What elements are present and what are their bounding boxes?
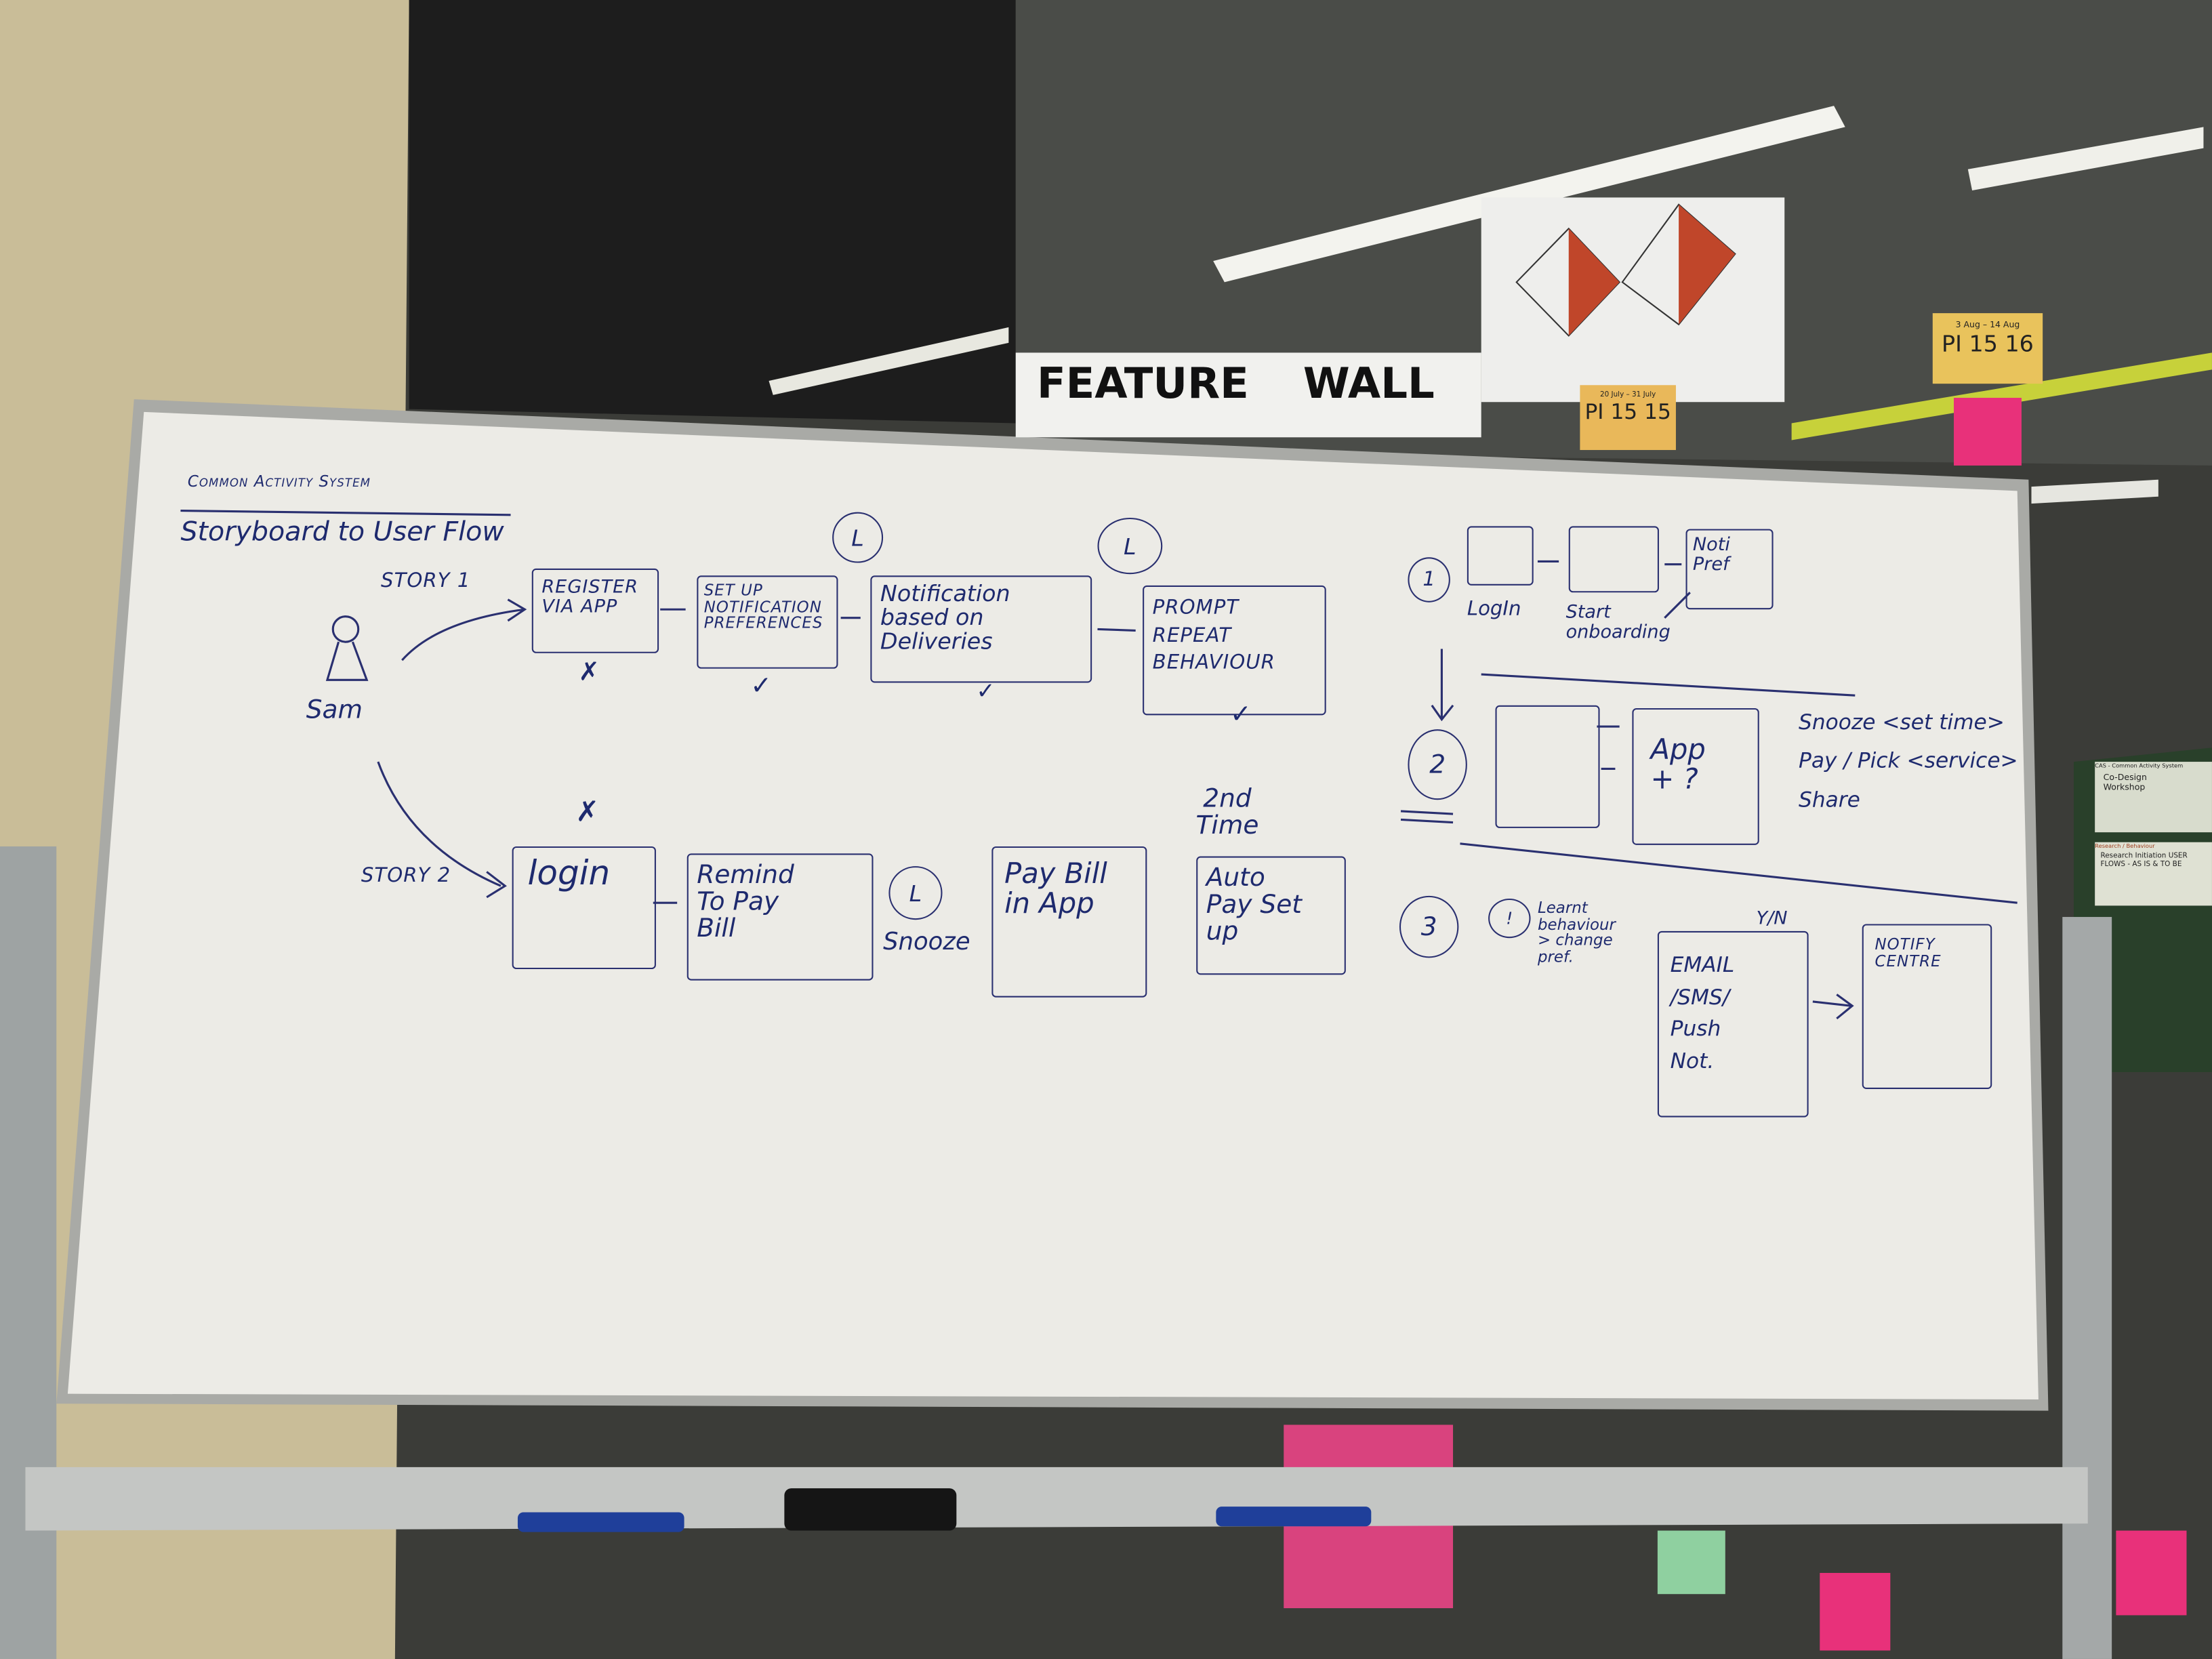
sticky-label: PI 15 15: [1584, 399, 1671, 425]
eraser: [784, 1488, 957, 1531]
step-text: Notification based on Deliveries: [880, 579, 1010, 655]
clock-icon: L: [888, 866, 943, 920]
step-text: Remind To Pay Bill: [697, 860, 794, 944]
board-subtitle: Storyboard to User Flow: [180, 516, 504, 548]
second-time-label: 2nd Time: [1195, 784, 1259, 841]
sticky-note-pi1516: 3 Aug – 14 Aug PI 15 16: [1932, 313, 2043, 384]
flow1-onboarding-label: Start onboarding: [1565, 602, 1671, 643]
board-stand-right: [2062, 917, 2112, 1659]
snooze-label: Snooze: [883, 928, 970, 957]
step-text: Pay Bill in App: [1004, 856, 1107, 920]
ceiling-light: [769, 327, 1009, 395]
whiteboard-surface: [67, 411, 2039, 1399]
step-mark: ✗: [575, 794, 600, 828]
story1-label: Story 1: [381, 569, 471, 593]
card-header: CAS - Common Activity System: [2095, 762, 2184, 769]
yellow-tape: [1791, 352, 2212, 441]
step-mark: ✓: [750, 671, 772, 701]
alert-icon: !: [1488, 898, 1531, 939]
card-research: Research / Behaviour Research Initiation…: [2095, 842, 2212, 906]
feature-wall-sign: [1015, 352, 1481, 438]
flow3-number: 3: [1399, 895, 1459, 958]
story1-step-register: Register via App: [531, 568, 659, 653]
flow2-app-box: App + ?: [1632, 708, 1759, 845]
step-text: login: [527, 853, 611, 893]
card-codesign: CAS - Common Activity System Co-Design W…: [2095, 762, 2212, 833]
feature-wall-text: FEATURE WALL: [1036, 359, 1435, 409]
story1-step-notification-deliveries: Notification based on Deliveries: [870, 575, 1092, 683]
step-text: Register via App: [541, 577, 639, 617]
sticky-note-pi1515: 20 July – 31 July PI 15 15: [1580, 385, 1676, 451]
sticky-dates: 20 July – 31 July: [1599, 390, 1656, 400]
pink-sticky: [2116, 1530, 2187, 1616]
sticky-dates: 3 Aug – 14 Aug: [1955, 320, 2020, 331]
channels-text: EMAIL /SMS/ Push Not.: [1670, 952, 1735, 1073]
connectors: [180, 509, 2018, 1020]
flow2-option: Pay / Pick <service>: [1799, 747, 2018, 773]
story2-step-autopay: Auto Pay Set up: [1196, 856, 1346, 975]
flow3-notify-box: Notify Centre: [1862, 924, 1992, 1089]
story2-label: Story 2: [361, 865, 451, 888]
flow2-number: 2: [1408, 729, 1467, 800]
flow3-learnt-label: Learnt behaviour > change pref.: [1537, 898, 1616, 966]
ceiling-light: [1967, 127, 2204, 191]
pink-sticky: [1820, 1572, 1891, 1651]
pink-sticky: [1954, 398, 2022, 466]
dark-glass: [409, 0, 1016, 424]
card-header: Research / Behaviour: [2095, 842, 2155, 850]
notify-text: Notify Centre: [1875, 935, 1942, 970]
sticky-label: PI 15 16: [1942, 330, 2034, 357]
flow1-login-box: [1467, 526, 1534, 586]
blue-marker: [1216, 1507, 1372, 1527]
app-text: App + ?: [1650, 732, 1706, 796]
ceiling-light: [1213, 106, 1845, 283]
flow2-option: Snooze <set time>: [1799, 710, 2005, 735]
story2-step-pay-bill: Pay Bill in App: [991, 846, 1147, 998]
flow1-onboarding-box: [1568, 526, 1659, 593]
card-body: Research Initiation USER FLOWS - AS IS &…: [2100, 852, 2188, 869]
flow2-notification-box: [1495, 705, 1600, 828]
marker-tray: [25, 1467, 2088, 1531]
flow3-yn-label: Y/N: [1756, 908, 1788, 930]
step-mark: ✗: [578, 657, 600, 687]
board-stand-left: [0, 846, 57, 1659]
step-mark: ✓: [976, 677, 996, 704]
flow2-option: Share: [1799, 787, 1860, 813]
double-diamond-poster: [1481, 197, 1785, 403]
board-title: Common Activity System: [187, 472, 371, 491]
step-mark: ✓: [1230, 699, 1252, 730]
pref-text: Noti Pref: [1692, 534, 1730, 575]
story1-step-notification-prefs: Set Up Notification Preferences: [697, 575, 838, 669]
step-text: Set Up Notification Preferences: [703, 581, 823, 632]
persona-name: Sam: [306, 695, 363, 725]
story2-step-remind: Remind To Pay Bill: [687, 853, 874, 981]
story1-step-prompt: Prompt Repeat Behaviour: [1143, 585, 1326, 716]
clock-icon: L: [832, 512, 884, 563]
clock-icon: L: [1097, 517, 1163, 575]
story2-step-login: login: [512, 846, 656, 970]
step-text: Prompt Repeat Behaviour: [1152, 596, 1275, 675]
flow1-login-label: LogIn: [1467, 598, 1521, 621]
green-sticky: [1657, 1530, 1725, 1595]
flow1-number: 1: [1408, 557, 1450, 602]
card-body: Co-Design Workshop: [2103, 773, 2147, 793]
step-text: Auto Pay Set up: [1206, 863, 1302, 947]
flow1-pref-box: Noti Pref: [1685, 529, 1774, 610]
ceiling-light: [2031, 479, 2158, 504]
flow3-channels-box: EMAIL /SMS/ Push Not.: [1657, 930, 1809, 1118]
blue-marker: [517, 1512, 684, 1532]
